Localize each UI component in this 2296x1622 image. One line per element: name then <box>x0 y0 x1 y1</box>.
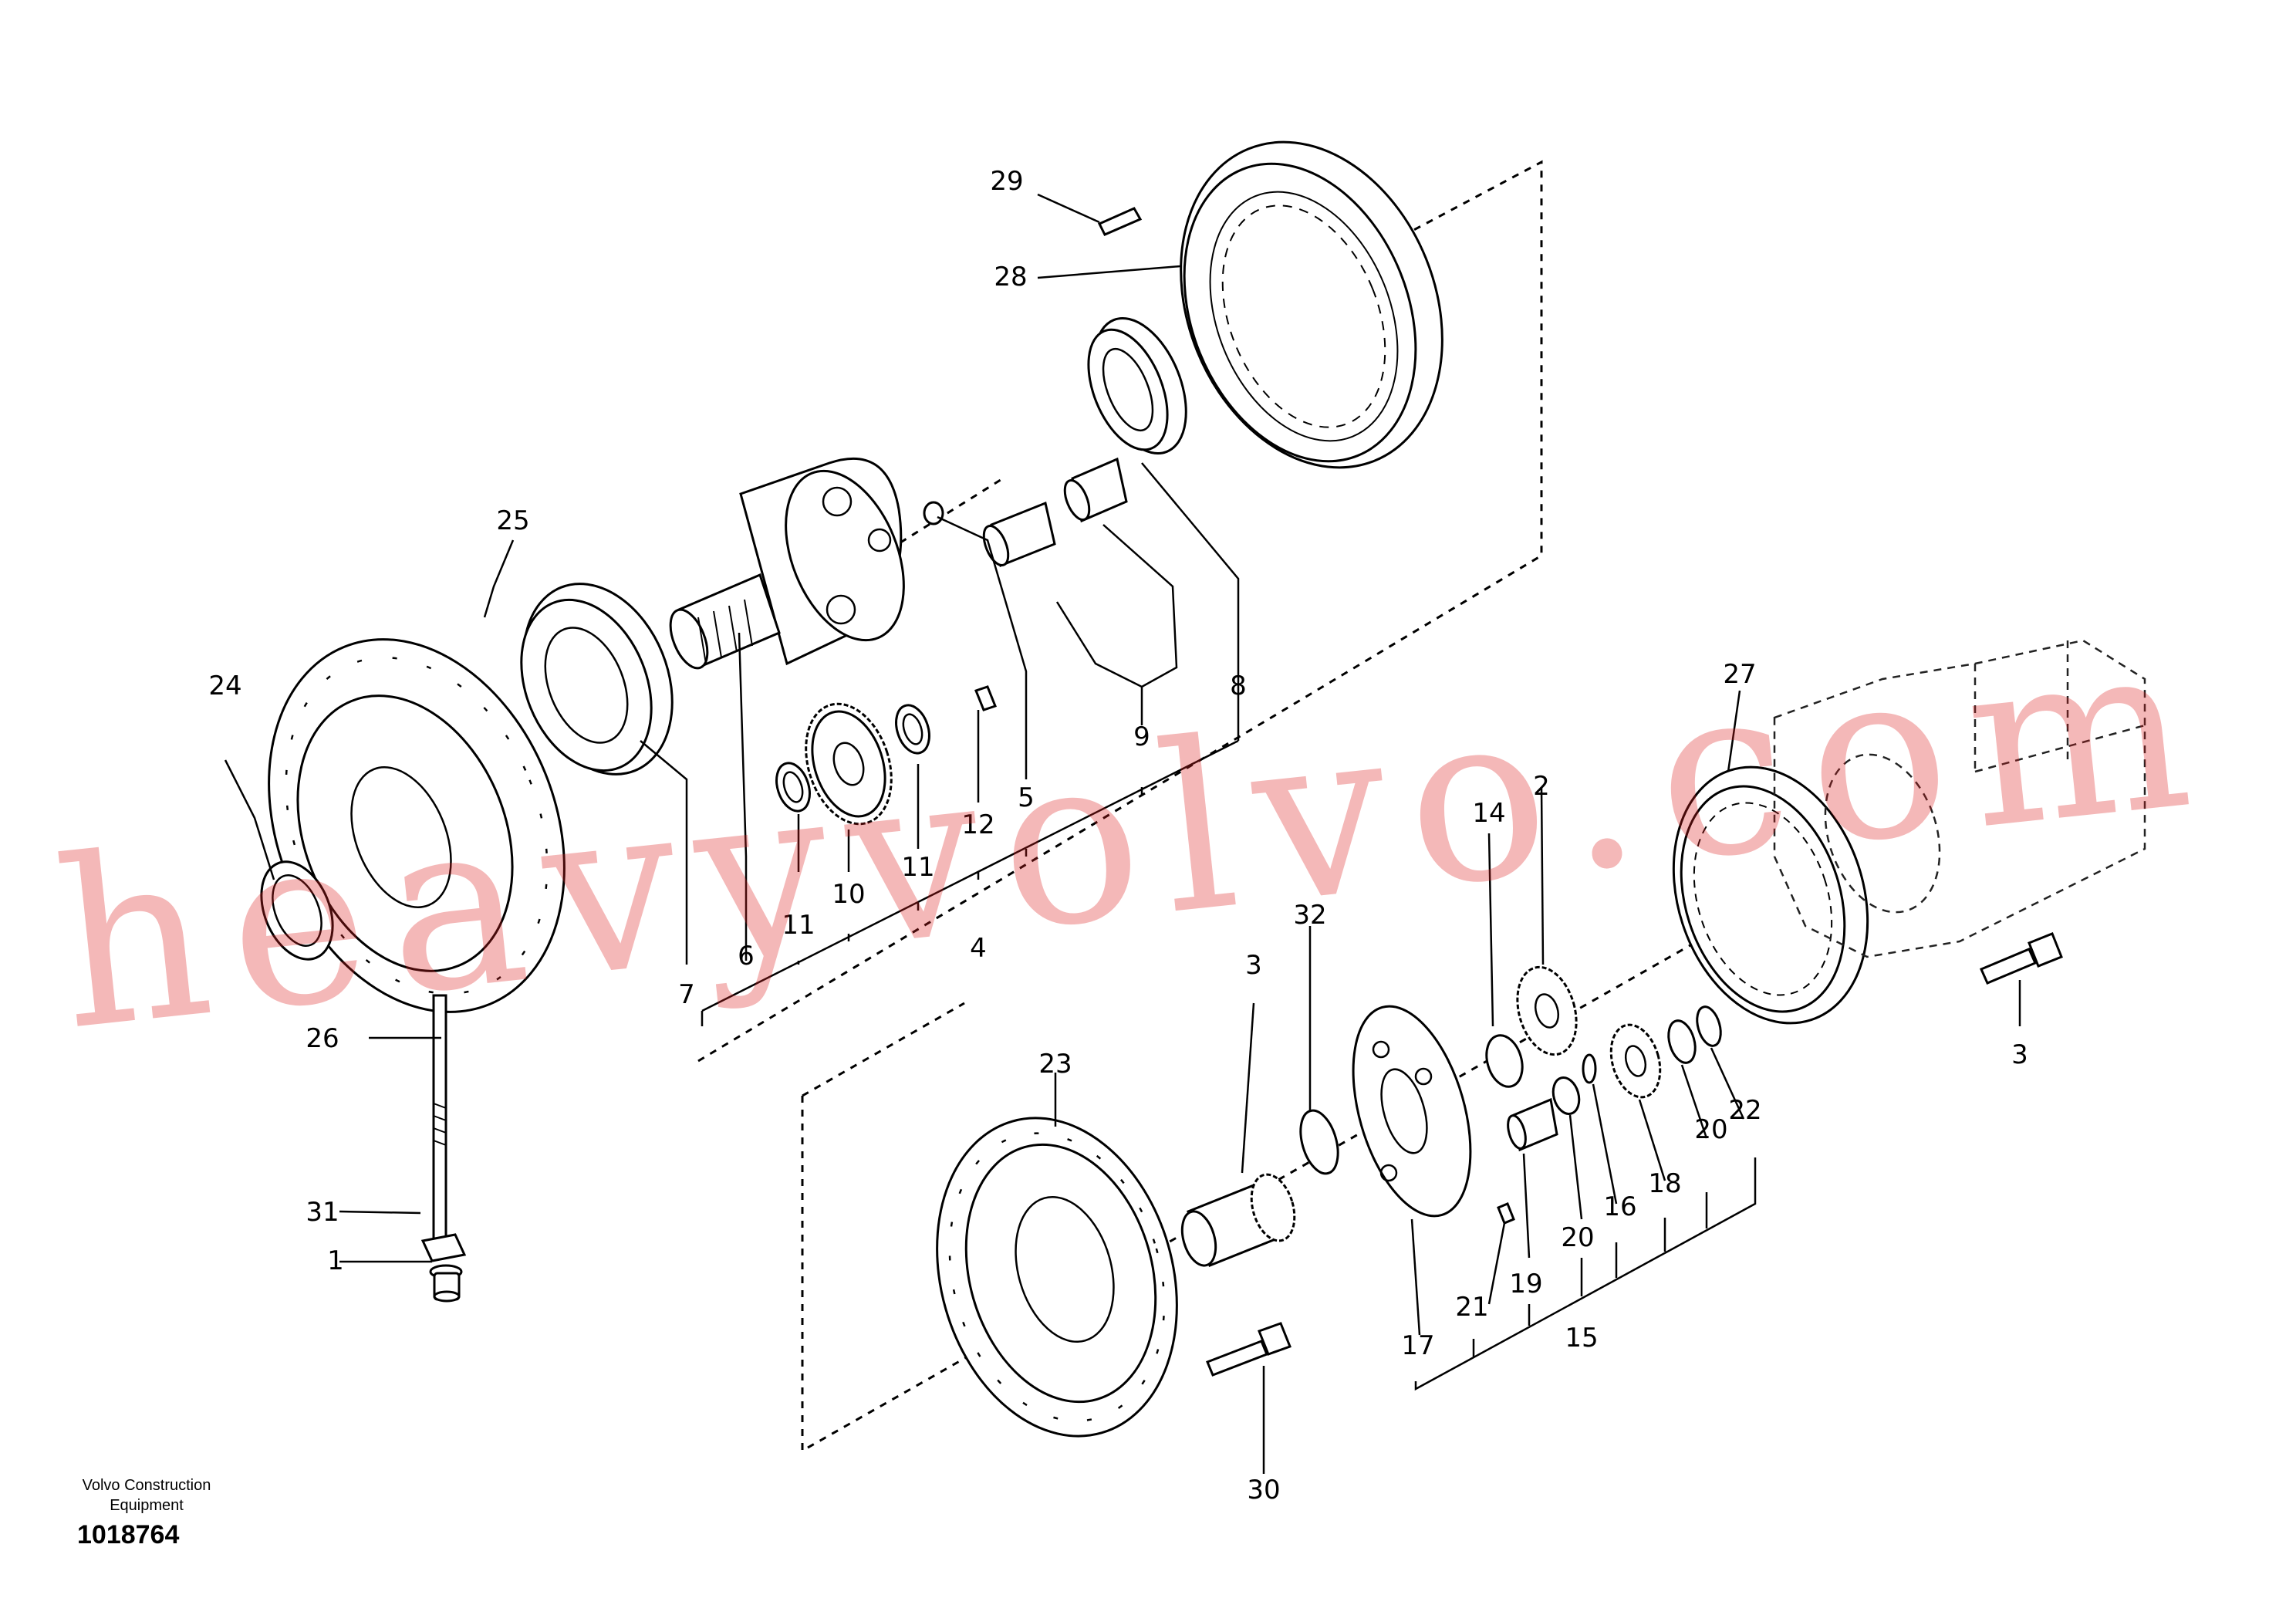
shaft-axis-line <box>817 477 1004 596</box>
callout-32: 32 <box>1293 900 1326 931</box>
ring-gear-27 <box>1672 765 1869 1025</box>
bolt-26 <box>420 994 467 1262</box>
callout-11-left: 11 <box>782 910 815 941</box>
snap-ring-32 <box>1299 1109 1339 1175</box>
callout-25: 25 <box>496 505 529 536</box>
thrust-washer-11b <box>895 704 930 755</box>
callout-19: 19 <box>1509 1269 1542 1299</box>
callout-16: 16 <box>1603 1191 1636 1222</box>
ring-gear-28 <box>1180 140 1443 469</box>
planet-shafts-9 <box>982 457 1128 568</box>
callout-20-right: 20 <box>1694 1114 1727 1145</box>
plug-5 <box>923 501 944 525</box>
bolt-3-upper <box>1980 932 2063 985</box>
assembly-boundary-link <box>802 1002 965 1097</box>
brand-line-1: Volvo Construction <box>82 1477 211 1494</box>
callout-6: 6 <box>738 941 755 972</box>
callout-2: 2 <box>1533 771 1550 802</box>
callout-27: 27 <box>1723 659 1756 690</box>
gear-18 <box>1609 1023 1662 1099</box>
callout-1: 1 <box>327 1245 344 1276</box>
washer-20a <box>1551 1076 1581 1115</box>
callout-17: 17 <box>1401 1330 1434 1361</box>
callout-8: 8 <box>1230 671 1247 701</box>
carrier-plate-17 <box>1352 1005 1472 1218</box>
callout-15: 15 <box>1565 1323 1598 1353</box>
pin-29 <box>1097 207 1143 236</box>
callout-23: 23 <box>1038 1049 1072 1080</box>
callout-18: 18 <box>1648 1168 1681 1199</box>
callout-24: 24 <box>208 671 241 701</box>
callout-30: 30 <box>1247 1475 1280 1505</box>
brand-line-2: Equipment <box>110 1497 184 1514</box>
planet-carrier-6 <box>669 457 905 670</box>
washer-20b <box>1667 1019 1697 1064</box>
callout-21: 21 <box>1455 1292 1488 1323</box>
callout-31: 31 <box>306 1197 339 1228</box>
callout-12: 12 <box>961 809 994 840</box>
callout-9: 9 <box>1133 721 1150 752</box>
callout-5: 5 <box>1018 782 1035 813</box>
bearing-7 <box>520 583 674 776</box>
callout-28: 28 <box>994 262 1027 292</box>
callout-11-right: 11 <box>901 852 934 883</box>
plug-1 <box>433 1272 461 1303</box>
callout-3: 3 <box>2011 1039 2028 1070</box>
drawing-number: 1018764 <box>77 1520 180 1549</box>
planet-gear-10 <box>805 702 893 826</box>
callout-29: 29 <box>990 166 1023 197</box>
oil-seal-24 <box>260 860 334 961</box>
callout-20-left: 20 <box>1561 1222 1594 1253</box>
callout-10: 10 <box>832 879 865 910</box>
callout-13: 3 <box>1245 950 1262 981</box>
snap-ring-22 <box>1696 1005 1722 1047</box>
travel-motor-phantom <box>1773 639 2146 958</box>
sun-gear-2 <box>1516 965 1578 1056</box>
callout-26: 26 <box>306 1023 339 1054</box>
callout-4: 4 <box>970 933 987 964</box>
thrust-washer-11a <box>775 762 811 813</box>
callout-14: 14 <box>1472 798 1505 829</box>
needle-16 <box>1582 1053 1597 1084</box>
callout-7: 7 <box>678 979 695 1010</box>
hub-flange-25 <box>268 638 566 1013</box>
bearing-8 <box>1087 317 1187 454</box>
spring-pin-12 <box>974 685 997 711</box>
callout-labels: 29 28 25 24 27 8 9 5 12 11 10 11 6 4 7 2… <box>208 166 2028 1505</box>
sun-shaft-13 <box>1180 1173 1296 1267</box>
washer-14 <box>1485 1034 1524 1088</box>
cover-23 <box>936 1117 1178 1438</box>
spring-pin-21 <box>1497 1202 1515 1225</box>
callout-22: 22 <box>1728 1095 1761 1126</box>
leader-lines <box>224 193 2021 1474</box>
bolt-30 <box>1206 1322 1292 1377</box>
pin-19 <box>1507 1097 1558 1152</box>
brand-caption: Volvo Construction Equipment <box>54 1475 239 1516</box>
